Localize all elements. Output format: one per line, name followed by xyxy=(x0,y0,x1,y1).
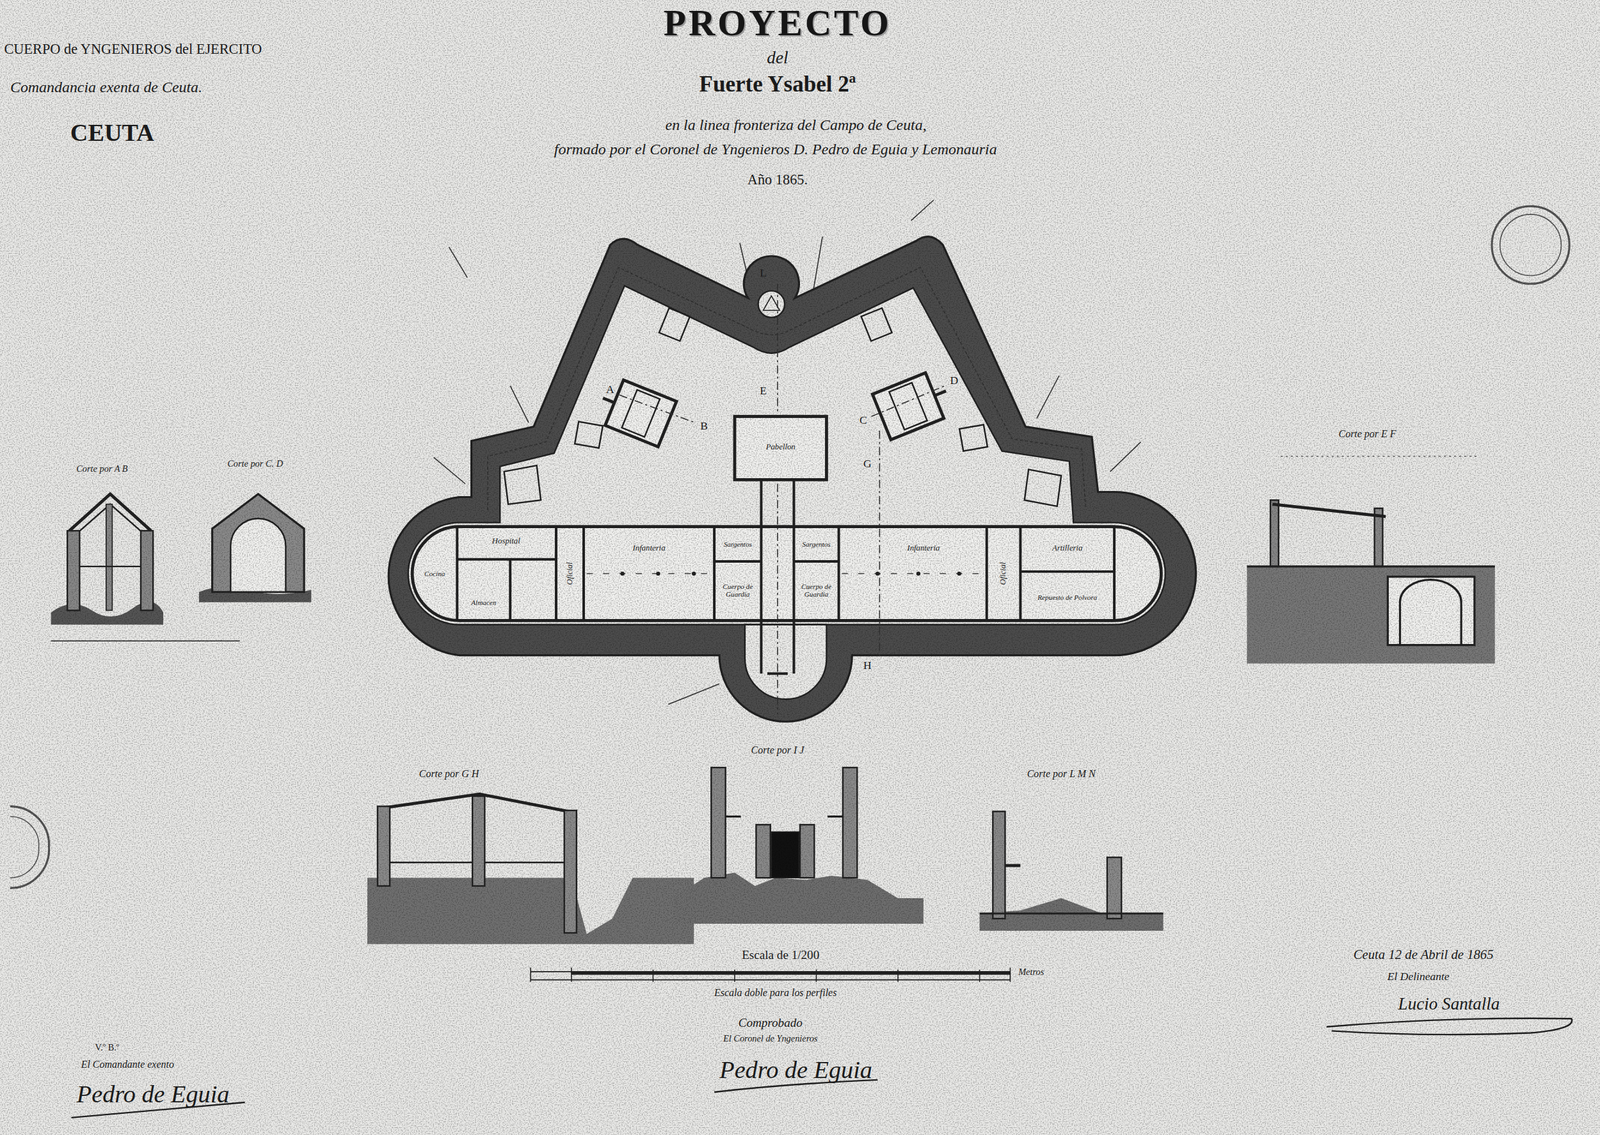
room-name: Repuesto de Polvora xyxy=(1035,593,1099,601)
section-title: Corte por E F xyxy=(1338,428,1397,440)
section-letter: L xyxy=(759,267,767,280)
signature: Lucio Santalla xyxy=(1398,994,1501,1014)
section-title: Corte por A B xyxy=(76,464,128,475)
section-letter: H xyxy=(863,659,872,672)
title-line: Fuerte Ysabel 2ª xyxy=(698,72,856,98)
section-title: Corte por C. D xyxy=(227,459,283,470)
room-name: Artilleria xyxy=(1052,543,1083,553)
signature: Pedro de Eguia xyxy=(719,1056,873,1083)
room-name: Hospital xyxy=(492,536,521,546)
room-name: Oficial xyxy=(565,561,575,585)
approval-note: V.º B.º xyxy=(95,1043,120,1054)
section-title: Corte por I J xyxy=(751,744,805,756)
room-name: Cuerpo de Guardia xyxy=(716,581,760,598)
room-name: Infanteria xyxy=(632,543,666,553)
date-line: Ceuta 12 de Abril de 1865 xyxy=(1353,946,1494,962)
room-name: Cuerpo de Guardia xyxy=(794,581,838,598)
section-title: Corte por L M N xyxy=(1027,768,1096,780)
room-name: Oficial xyxy=(998,561,1008,585)
room-name: Almacen xyxy=(471,598,496,607)
approval-note: El Coronel de Yngenieros xyxy=(723,1033,818,1044)
signature: Pedro de Eguia xyxy=(76,1080,230,1108)
section-letter: G xyxy=(863,458,872,471)
section-letter: C xyxy=(859,414,868,427)
subtitle-line: en la linea fronteriza del Campo de Ceut… xyxy=(665,115,927,133)
drawing-title: PROYECTO xyxy=(663,2,892,43)
role-note: El Delineante xyxy=(1387,970,1450,983)
place-name: CEUTA xyxy=(70,119,155,146)
section-letter: A xyxy=(606,383,615,396)
approval-note: El Comandante exento xyxy=(81,1058,175,1071)
room-name: Cocina xyxy=(424,569,445,578)
scale-note: Escala doble para los perfiles xyxy=(714,987,837,1000)
scale-title: Escala de 1/200 xyxy=(741,948,820,962)
room-name: Sargentos xyxy=(801,540,831,548)
room-name: Infanteria xyxy=(906,543,940,553)
section-letter: D xyxy=(949,374,959,387)
subtitle-line: formado por el Coronel de Yngenieros D. … xyxy=(554,140,998,158)
room-name: Pabellon xyxy=(766,442,796,452)
office-heading: Comandancia exenta de Ceuta. xyxy=(10,78,203,95)
office-heading: CUERPO de YNGENIEROS del EJERCITO xyxy=(3,40,262,57)
scale-unit: Metros xyxy=(1018,967,1044,978)
section-letter: B xyxy=(700,420,708,433)
title-line: del xyxy=(766,48,788,68)
room-name: Sargentos xyxy=(723,540,752,548)
date-line: Año 1865. xyxy=(747,171,808,188)
approval-note: Comprobado xyxy=(738,1015,803,1030)
section-title: Corte por G H xyxy=(419,768,479,780)
section-letter: E xyxy=(759,384,767,397)
